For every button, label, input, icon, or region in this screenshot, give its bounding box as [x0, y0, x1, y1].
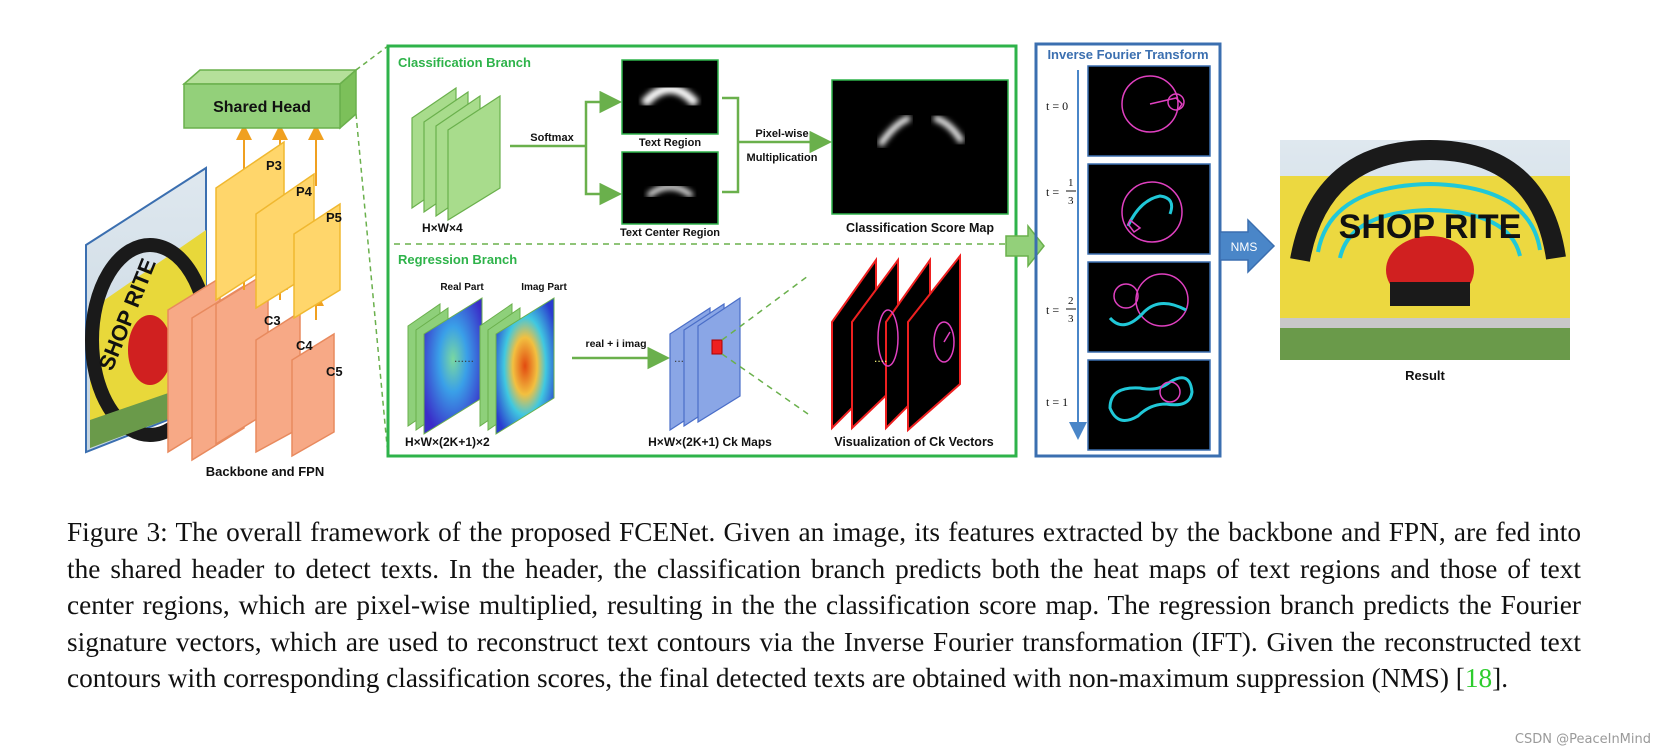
- ift-t1-label: t = 1: [1046, 395, 1068, 409]
- pixelwise-label-line2: Multiplication: [747, 152, 818, 164]
- result-image: SHOP RITE: [1280, 139, 1570, 360]
- ck-maps-ellipsis: ...: [674, 351, 684, 365]
- real-part-stack: [407, 297, 483, 435]
- ck-vector-cell: [711, 339, 723, 355]
- caption-text: Figure 3: The overall framework of the p…: [67, 517, 1581, 694]
- caption-end: ].: [1492, 663, 1509, 694]
- combine-label: real + i imag: [586, 338, 647, 350]
- shared-head-dashed-links: [355, 45, 389, 457]
- caption-reference-link[interactable]: 18: [1464, 663, 1493, 694]
- text-region-map: [621, 59, 719, 135]
- ift-t23-den: 3: [1068, 313, 1074, 325]
- backbone-stack: [167, 270, 335, 462]
- text-center-blob: [646, 184, 694, 198]
- real-part-ellipsis: ......: [454, 351, 474, 365]
- ift-t23-num: 2: [1068, 295, 1074, 307]
- regression-branch-title: Regression Branch: [398, 252, 517, 267]
- real-part-label: Real Part: [440, 282, 484, 293]
- cls-input-label: H×W×4: [422, 221, 463, 235]
- ck-vectors-ellipsis: ....: [874, 351, 887, 365]
- ift-panel-t0: [1087, 65, 1211, 157]
- ck-vectors-stack: [831, 253, 961, 433]
- shared-head-label: Shared Head: [213, 99, 311, 116]
- fpn-level-p3: P3: [266, 158, 282, 173]
- cls-softmax-arrows: [510, 90, 622, 206]
- imag-part-label: Imag Part: [521, 282, 567, 293]
- ift-panel-t1: [1087, 359, 1211, 451]
- ift-t13-num: 1: [1068, 177, 1074, 189]
- backbone-level-c3: C3: [264, 313, 281, 328]
- ift-t23-prefix: t =: [1046, 303, 1059, 317]
- fpn-level-p4: P4: [296, 184, 313, 199]
- ck-maps-stack: [669, 296, 741, 432]
- classification-branch-title: Classification Branch: [398, 55, 531, 70]
- regression-input-label: H×W×(2K+1)×2: [405, 435, 490, 449]
- softmax-label: Softmax: [530, 132, 574, 144]
- imag-part-stack: [479, 297, 555, 435]
- fcenet-framework-figure: SHOP RITE C3 C4 C5 P3 P4 P5 Backbone and…: [85, 42, 1570, 479]
- figure-caption: Figure 3: The overall framework of the p…: [67, 514, 1581, 697]
- result-sign-text: SHOP RITE: [1339, 208, 1522, 246]
- ck-zoom-lines: [721, 275, 809, 415]
- pixelwise-arrows: [722, 96, 832, 194]
- result-label: Result: [1405, 368, 1445, 383]
- nms-arrow: [1219, 218, 1276, 274]
- ift-title: Inverse Fourier Transform: [1047, 47, 1208, 62]
- ift-panel-t23: [1087, 261, 1211, 353]
- classification-score-map-label: Classification Score Map: [846, 221, 994, 235]
- ift-t0-label: t = 0: [1046, 99, 1068, 113]
- cls-input-stack: [411, 86, 501, 222]
- backbone-level-c5: C5: [326, 364, 343, 379]
- fpn-stack: [215, 140, 341, 320]
- watermark: CSDN @PeaceInMind: [1514, 732, 1651, 747]
- ck-maps-label: H×W×(2K+1) Ck Maps: [648, 435, 772, 449]
- fpn-level-p5: P5: [326, 210, 342, 225]
- ck-vectors-label: Visualization of Ck Vectors: [834, 435, 994, 449]
- text-region-label: Text Region: [639, 137, 701, 149]
- classification-score-map: [831, 79, 1009, 215]
- backbone-label: Backbone and FPN: [206, 464, 324, 479]
- ift-t13-den: 3: [1068, 195, 1074, 207]
- text-region-blob: [640, 84, 700, 108]
- nms-label: NMS: [1231, 240, 1258, 254]
- score-blob-right: [933, 115, 965, 144]
- backbone-level-c4: C4: [296, 338, 313, 353]
- ift-t13-prefix: t =: [1046, 185, 1059, 199]
- shared-head-block: [182, 68, 358, 130]
- ift-panel-t13: [1087, 163, 1211, 255]
- head-to-ift-arrow: [1005, 223, 1045, 269]
- score-blob-left: [877, 115, 912, 147]
- pixelwise-label-line1: Pixel-wise: [755, 128, 808, 140]
- text-center-region-label: Text Center Region: [620, 227, 720, 239]
